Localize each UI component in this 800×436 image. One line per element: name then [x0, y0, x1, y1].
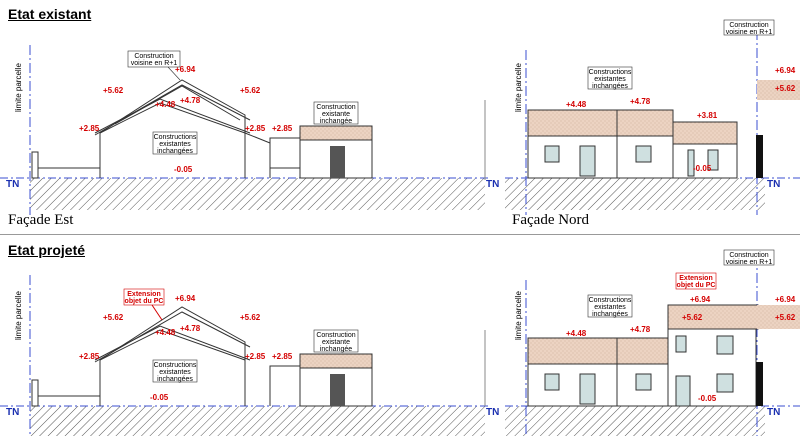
voisine-np-l2: voisine en R+1 [726, 259, 773, 266]
cons-exist-p-l3: inchangée [320, 346, 352, 353]
existantes-np-l3: inchangées [592, 311, 628, 318]
roof-tiles [299, 125, 373, 141]
level-694: +6.94 [175, 65, 196, 74]
projected-state-title: Etat projeté [8, 242, 86, 258]
facade-est-projected [0, 275, 490, 436]
existantes-n-l1: Constructions [589, 69, 632, 76]
level-005: -0.05 [174, 165, 193, 174]
extension-l1: Extension [127, 291, 160, 298]
existantes-l3: inchangées [157, 148, 193, 155]
level-562b: +5.62 [240, 86, 261, 95]
tn-label-4: TN [6, 407, 19, 418]
nord-478: +4.78 [630, 97, 651, 106]
p-level-448: +4.48 [155, 328, 176, 337]
existantes-np-l1: Constructions [589, 297, 632, 304]
existantes-p-l2: existantes [159, 369, 191, 376]
existing-state-title: Etat existant [8, 6, 92, 22]
extension-n-l2: objet du PC [677, 282, 716, 289]
nord-694: +6.94 [775, 66, 796, 75]
existantes-l1: Constructions [154, 134, 197, 141]
np-694a: +6.94 [690, 295, 711, 304]
cons-exist-l3: inchangée [320, 118, 352, 125]
level-285b: +2.85 [245, 124, 266, 133]
nord-381: +3.81 [697, 111, 718, 120]
limite-label-1: limite parcelle [14, 63, 23, 112]
limite-label-4: limite parcelle [514, 291, 523, 340]
existantes-p-l3: inchangées [157, 376, 193, 383]
nord-448: +4.48 [566, 100, 587, 109]
cons-exist-p-l1: Construction [316, 332, 355, 339]
section-divider [0, 234, 800, 235]
np-694b: +6.94 [775, 295, 796, 304]
voisine-l2: voisine en R+1 [131, 60, 178, 67]
facade-nord-existing [505, 30, 800, 215]
level-478: +4.78 [180, 96, 201, 105]
p-level-562b: +5.62 [240, 313, 261, 322]
cons-exist-l1: Construction [316, 104, 355, 111]
existantes-n-l3: inchangées [592, 83, 628, 90]
voisine-l1: Construction [134, 53, 173, 60]
voisine-n-l2: voisine en R+1 [726, 29, 773, 36]
extension-l2: objet du PC [125, 298, 164, 305]
p-level-285b: +2.85 [245, 352, 266, 361]
p-level-005: -0.05 [150, 393, 169, 402]
extension-n-l1: Extension [679, 275, 712, 282]
nord-562: +5.62 [775, 84, 796, 93]
existantes-np-l2: existantes [594, 304, 626, 311]
level-285a: +2.85 [79, 124, 100, 133]
tn-label-2: TN [486, 179, 499, 190]
limite-label-3: limite parcelle [14, 291, 23, 340]
limite-label-2: limite parcelle [514, 63, 523, 112]
nord-005: -0.05 [693, 164, 712, 173]
level-285c: +2.85 [272, 124, 293, 133]
level-562a: +5.62 [103, 86, 124, 95]
p-level-478: +4.78 [180, 324, 201, 333]
np-005: -0.05 [698, 394, 717, 403]
np-562b: +5.62 [775, 313, 796, 322]
tn-label-6: TN [767, 407, 780, 418]
p-level-285c: +2.85 [272, 352, 293, 361]
np-478: +4.78 [630, 325, 651, 334]
tn-label-5: TN [486, 407, 499, 418]
existantes-n-l2: existantes [594, 76, 626, 83]
facade-nord-label: Façade Nord [512, 212, 590, 228]
facade-est-label: Façade Est [8, 212, 74, 228]
existantes-l2: existantes [159, 141, 191, 148]
voisine-n-l1: Construction [729, 22, 768, 29]
level-448: +4.48 [155, 100, 176, 109]
p-level-285a: +2.85 [79, 352, 100, 361]
door [330, 146, 345, 178]
tn-label-1: TN [6, 179, 19, 190]
np-562a: +5.62 [682, 313, 703, 322]
cons-exist-p-l2: existante [322, 339, 350, 346]
house-outline [99, 79, 246, 178]
tn-label-3: TN [767, 179, 780, 190]
existantes-p-l1: Constructions [154, 362, 197, 369]
ground-hatch [30, 178, 485, 210]
facade-est-existing [0, 45, 490, 215]
voisine-np-l1: Construction [729, 252, 768, 259]
p-level-562a: +5.62 [103, 313, 124, 322]
facade-nord-projected [505, 255, 800, 436]
np-448: +4.48 [566, 329, 587, 338]
cons-exist-l2: existante [322, 111, 350, 118]
p-level-694: +6.94 [175, 294, 196, 303]
